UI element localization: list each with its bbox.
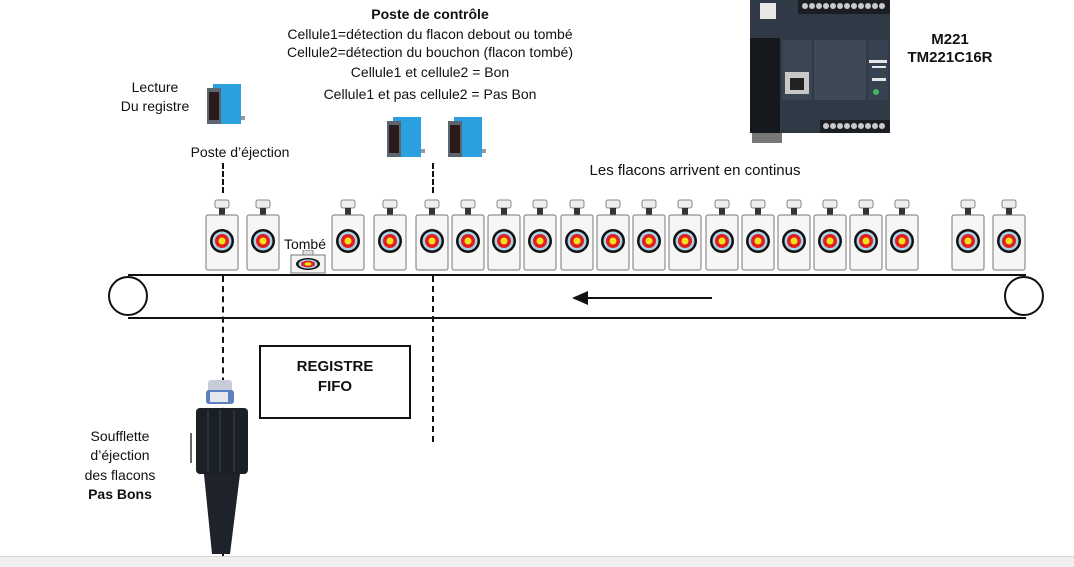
ejector-label-line3: des flacons: [84, 467, 156, 483]
bottle: [849, 199, 883, 271]
ejector-label-line4: Pas Bons: [88, 486, 152, 502]
ejection-dashed-line-top: [222, 163, 224, 193]
reader-sensor-icon: [205, 80, 245, 130]
fallen-bottle: [290, 249, 326, 274]
plc-reference: TM221C16R: [907, 49, 993, 66]
control-station-title: Poste de contrôle: [371, 6, 489, 22]
register-line2: FIFO: [317, 378, 353, 395]
fallen-label: Tombé: [283, 236, 327, 252]
conveyor-belt: [108, 273, 1048, 323]
left-pulley: [108, 276, 148, 316]
bottle: [741, 199, 775, 271]
bottle: [560, 199, 594, 271]
register-line1: REGISTRE: [296, 358, 374, 375]
plc-module: [748, 0, 893, 143]
cell2-sensor-icon: [446, 113, 486, 163]
bottom-bar: [0, 556, 1074, 567]
reader-label-line2: Du registre: [120, 98, 190, 114]
bottle: [451, 199, 485, 271]
plc-model: M221: [931, 31, 969, 48]
bottle: [246, 199, 280, 271]
bottle: [205, 199, 239, 271]
ejector-nozzle-icon: [190, 378, 252, 556]
bottle: [331, 199, 365, 271]
bottle: [632, 199, 666, 271]
direction-arrow-icon: [570, 288, 715, 308]
control-line-2: Cellule2=détection du bouchon (flacon to…: [286, 44, 574, 60]
bottle: [813, 199, 847, 271]
bottle: [596, 199, 630, 271]
control-dashed-line: [432, 276, 434, 442]
control-dashed-line-top: [432, 163, 434, 193]
bottle: [373, 199, 407, 271]
bottle: [777, 199, 811, 271]
bottle: [523, 199, 557, 271]
bottle: [885, 199, 919, 271]
reader-label-line1: Lecture: [131, 79, 179, 95]
bottle: [705, 199, 739, 271]
ejector-label-line1: Soufflette: [90, 428, 150, 444]
bottle: [415, 199, 449, 271]
fifo-register-box: REGISTRE FIFO: [259, 345, 411, 419]
bottle: [487, 199, 521, 271]
bottle: [951, 199, 985, 271]
ejector-label-line2: d’éjection: [90, 447, 150, 463]
control-line-3: Cellule1 et cellule2 = Bon: [350, 64, 510, 80]
ejection-station-label: Poste d’éjection: [190, 144, 290, 160]
bottle: [668, 199, 702, 271]
control-line-4: Cellule1 et pas cellule2 = Pas Bon: [323, 86, 537, 102]
cell1-sensor-icon: [385, 113, 425, 163]
right-pulley: [1004, 276, 1044, 316]
bottle: [992, 199, 1026, 271]
conveyor-caption: Les flacons arrivent en continus: [589, 162, 801, 179]
control-line-1: Cellule1=détection du flacon debout ou t…: [287, 26, 573, 42]
